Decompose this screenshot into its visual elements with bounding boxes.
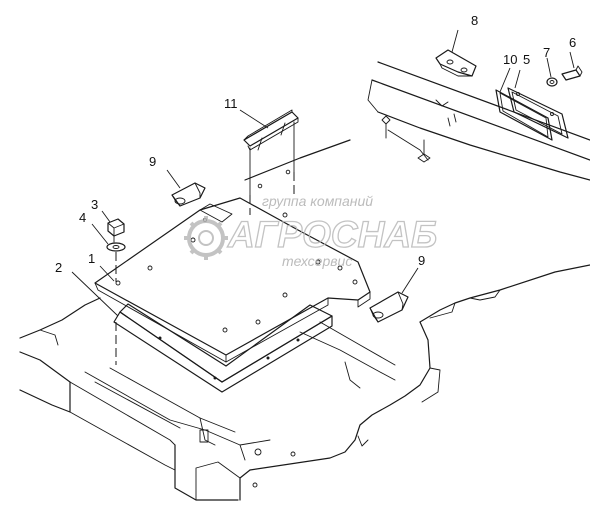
wall-studs [381,99,449,163]
callout-1: 1 [88,251,95,266]
part-7-nut [546,77,558,87]
part-3-bolt [107,218,125,243]
watermark-top-line: группа компаний [262,193,373,209]
callout-9-lower: 9 [418,253,425,268]
part-5-panel [507,87,569,139]
callout-11: 11 [224,96,238,111]
part-2-gasket [113,303,333,393]
part-9-bumper-upper [171,182,206,207]
cab-floor-frame [19,61,590,501]
watermark-main: АГРОСНАБ [227,214,437,255]
part-9-bumper-lower [369,291,409,323]
callout-3: 3 [91,197,98,212]
callout-labels: 1 2 3 4 5 6 7 8 9 9 10 11 [55,13,576,275]
part-10-frame [495,89,553,141]
callout-6: 6 [569,35,576,50]
part-6-screw [561,65,583,81]
watermark-bottom-line: техсервис [282,253,352,269]
callout-5: 5 [523,52,530,67]
part-4-washer [106,242,126,365]
part-1-floor-plate [94,197,371,363]
gear-logo-icon [184,216,228,260]
callout-4: 4 [79,210,86,225]
callout-10: 10 [503,52,517,67]
part-11-bracket [243,109,299,215]
callout-7: 7 [543,45,550,60]
callout-9-upper: 9 [149,154,156,169]
watermark: группа компаний АГРОСНАБ техсервис [184,193,438,269]
callout-2: 2 [55,260,62,275]
callout-8: 8 [471,13,478,28]
leader-lines [71,29,575,317]
part-8-cover [435,49,477,127]
